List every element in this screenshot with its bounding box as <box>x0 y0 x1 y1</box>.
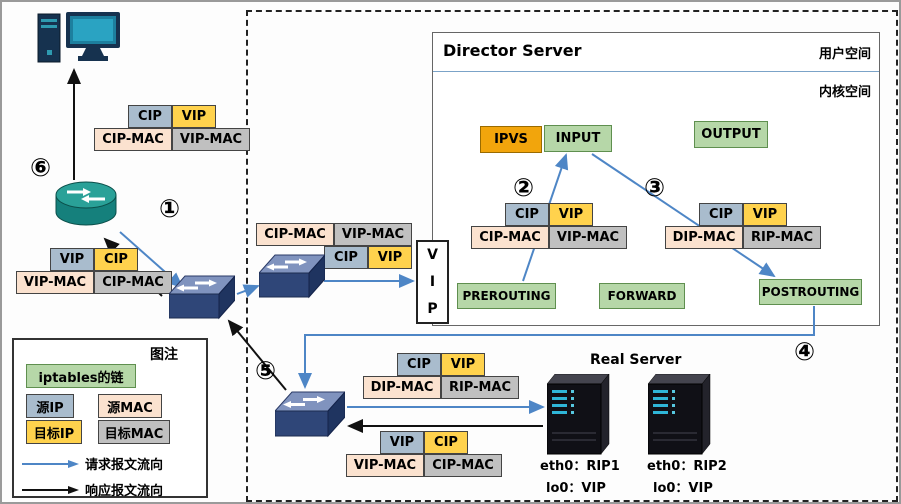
packet-cell-cip-mac: CIP-MAC <box>94 271 172 294</box>
director-server-title: Director Server <box>443 41 582 60</box>
vip-interface-box: V I P <box>416 240 449 324</box>
packet-postrouting-request: CIP VIP DIP-MAC RIP-MAC <box>665 203 821 249</box>
server1-eth0-label: eth0：RIP1 <box>540 459 620 474</box>
packet-client-request: CIP VIP CIP-MAC VIP-MAC <box>94 105 250 151</box>
output-chain-box: OUTPUT <box>694 121 768 148</box>
packet-prerouting-request: CIP VIP CIP-MAC VIP-MAC <box>471 203 627 249</box>
switch-icon <box>257 253 327 303</box>
packet-cell-vip-mac: VIP-MAC <box>16 271 94 294</box>
packet-cell-cip: CIP <box>424 431 468 454</box>
packet-mac-row: DIP-MAC RIP-MAC <box>665 226 821 249</box>
legend-request-flow: 请求报文流向 <box>22 454 163 473</box>
response-arrow-icon <box>22 485 79 494</box>
packet-cell-vip: VIP <box>172 105 216 128</box>
packet-client-response: VIP CIP VIP-MAC CIP-MAC <box>16 248 172 294</box>
packet-cell-cip: CIP <box>94 248 138 271</box>
packet-realserver-response: VIP CIP VIP-MAC CIP-MAC <box>346 431 502 477</box>
packet-cell-vip: VIP <box>549 203 593 226</box>
packet-cell-rip-mac: RIP-MAC <box>441 376 519 399</box>
vip-letter: I <box>429 273 436 290</box>
server1-lo0-label: lo0：VIP <box>546 481 606 496</box>
step-5: ⑤ <box>255 356 277 385</box>
postrouting-chain-box: POSTROUTING <box>759 279 862 305</box>
server2-lo0-label: lo0：VIP <box>653 481 713 496</box>
packet-cell-cip-mac: CIP-MAC <box>94 128 172 151</box>
packet-cell-dip-mac: DIP-MAC <box>665 226 743 249</box>
packet-mac-row: CIP-MAC VIP-MAC <box>256 223 412 246</box>
packet-switch-request: CIP-MAC VIP-MAC CIP VIP <box>256 223 412 269</box>
space-divider-line <box>433 71 879 72</box>
kernel-space-label: 内核空间 <box>818 85 871 100</box>
packet-cell-vip-mac: VIP-MAC <box>549 226 627 249</box>
packet-cell-cip: CIP <box>128 105 172 128</box>
packet-cell-vip-mac: VIP-MAC <box>346 454 424 477</box>
step-1: ① <box>159 194 181 223</box>
packet-ip-row: CIP VIP <box>256 246 412 269</box>
server2-eth0-label: eth0：RIP2 <box>647 459 727 474</box>
packet-mac-row: VIP-MAC CIP-MAC <box>346 454 502 477</box>
packet-cell-cip: CIP <box>699 203 743 226</box>
router-icon <box>54 180 118 236</box>
packet-cell-vip: VIP <box>743 203 787 226</box>
step-3: ③ <box>644 173 666 202</box>
legend-target-mac: 目标MAC <box>98 420 170 444</box>
packet-cell-cip-mac: CIP-MAC <box>424 454 502 477</box>
packet-ip-row: VIP CIP <box>16 248 172 271</box>
input-chain-box: INPUT <box>544 125 612 152</box>
switch-icon <box>167 274 237 324</box>
request-arrow-icon <box>22 459 79 468</box>
legend-request-flow-label: 请求报文流向 <box>85 458 164 473</box>
packet-ip-row: CIP VIP <box>363 353 519 376</box>
packet-ip-row: VIP CIP <box>346 431 502 454</box>
vip-letter: V <box>427 247 438 264</box>
vip-letter: P <box>427 300 438 317</box>
packet-cell-vip: VIP <box>380 431 424 454</box>
prerouting-chain-box: PREROUTING <box>457 283 556 309</box>
packet-cell-cip: CIP <box>397 353 441 376</box>
user-space-label: 用户空间 <box>818 47 871 62</box>
packet-ip-row: CIP VIP <box>665 203 821 226</box>
step-2: ② <box>513 173 535 202</box>
server-icon <box>546 373 611 460</box>
packet-realserver-request: CIP VIP DIP-MAC RIP-MAC <box>363 353 519 399</box>
packet-mac-row: DIP-MAC RIP-MAC <box>363 376 519 399</box>
legend-box: 图注 iptables的链 源IP 源MAC 目标IP 目标MAC 请求报文流向… <box>12 338 208 499</box>
client-computer-icon <box>36 10 122 72</box>
packet-cell-vip-mac: VIP-MAC <box>334 223 412 246</box>
packet-cell-vip: VIP <box>441 353 485 376</box>
server-icon <box>647 373 712 460</box>
switch-icon <box>273 390 347 442</box>
step-4: ④ <box>794 337 816 366</box>
packet-cell-dip-mac: DIP-MAC <box>363 376 441 399</box>
forward-chain-box: FORWARD <box>599 283 685 309</box>
packet-cell-cip-mac: CIP-MAC <box>256 223 334 246</box>
real-server-title: Real Server <box>590 352 682 368</box>
packet-cell-rip-mac: RIP-MAC <box>743 226 821 249</box>
packet-ip-row: CIP VIP <box>471 203 627 226</box>
packet-cell-cip: CIP <box>324 246 368 269</box>
packet-ip-row: CIP VIP <box>94 105 250 128</box>
legend-response-flow: 响应报文流向 <box>22 480 163 499</box>
cluster-dashed-region <box>246 10 898 502</box>
ipvs-box: IPVS <box>480 126 542 153</box>
packet-cell-vip-mac: VIP-MAC <box>172 128 250 151</box>
legend-response-flow-label: 响应报文流向 <box>85 484 164 499</box>
packet-cell-vip: VIP <box>50 248 94 271</box>
step-6: ⑥ <box>30 153 52 182</box>
packet-cell-vip: VIP <box>368 246 412 269</box>
packet-mac-row: VIP-MAC CIP-MAC <box>16 271 172 294</box>
legend-iptables-chain: iptables的链 <box>26 364 136 388</box>
legend-target-ip: 目标IP <box>26 420 82 444</box>
packet-mac-row: CIP-MAC VIP-MAC <box>94 128 250 151</box>
packet-cell-cip-mac: CIP-MAC <box>471 226 549 249</box>
legend-source-ip: 源IP <box>26 394 74 418</box>
packet-cell-cip: CIP <box>505 203 549 226</box>
legend-source-mac: 源MAC <box>98 394 162 418</box>
packet-mac-row: CIP-MAC VIP-MAC <box>471 226 627 249</box>
legend-title: 图注 <box>150 347 178 363</box>
